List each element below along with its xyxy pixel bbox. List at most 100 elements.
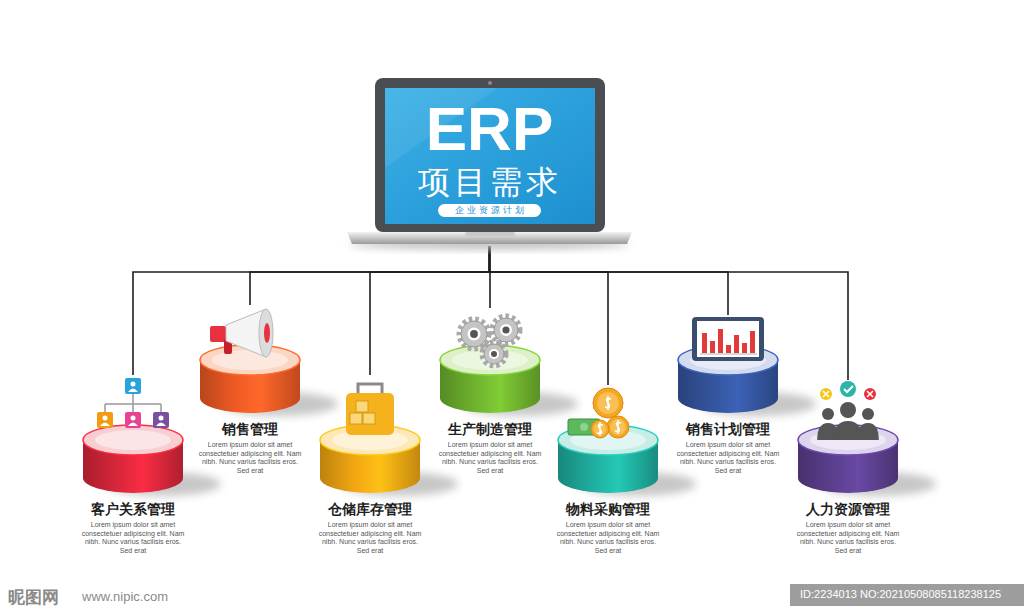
cylinder-highlight — [95, 430, 171, 450]
icon-part — [350, 413, 362, 424]
icon-part — [702, 333, 707, 353]
icon-part — [615, 420, 621, 434]
icon-part — [125, 378, 141, 394]
module-icon — [817, 381, 879, 440]
cylinder-platform — [420, 308, 560, 417]
icon-part — [692, 317, 764, 361]
cylinder-platform — [778, 380, 918, 497]
icon-part — [500, 324, 512, 336]
module-node: 人力资源管理 Lorem ipsum dolor sit amet consect… — [778, 380, 918, 556]
module-node: 生产制造管理 Lorem ipsum dolor sit amet consect… — [420, 308, 560, 476]
tree-connector — [490, 246, 849, 380]
icon-part — [593, 388, 623, 418]
icon-part — [840, 402, 856, 418]
icon-part — [131, 382, 136, 387]
module-description: Lorem ipsum dolor sit amet consectetuer … — [438, 441, 542, 476]
icon-part — [867, 391, 873, 397]
module-icon — [97, 378, 169, 428]
cylinder-platform — [300, 375, 440, 497]
icon-part — [131, 416, 136, 421]
icon-part — [697, 321, 759, 357]
cylinder-platform — [63, 375, 203, 497]
module-node: 客户关系管理 Lorem ipsum dolor sit amet consect… — [63, 375, 203, 556]
module-description: Lorem ipsum dolor sit amet consectetuer … — [81, 521, 185, 556]
cylinder-platform — [538, 385, 678, 497]
subtitle-text: 项目需求 — [347, 166, 632, 198]
module-icon — [210, 309, 273, 357]
icon-part — [607, 416, 629, 438]
laptop-node: ERP 项目需求企业资源计划 — [347, 78, 632, 246]
icon-part — [461, 321, 487, 347]
icon-part — [750, 331, 755, 353]
icon-part — [128, 423, 138, 427]
icon-part — [494, 318, 518, 342]
module-node: 仓储库存管理 Lorem ipsum dolor sit amet consect… — [300, 375, 440, 556]
icon-part — [491, 351, 497, 357]
icon-part — [864, 388, 876, 400]
cylinder-platform — [658, 315, 798, 417]
module-title: 销售管理 — [180, 421, 320, 438]
pill-text: 企业资源计划 — [438, 204, 541, 217]
module-title: 生产制造管理 — [420, 421, 560, 438]
module-node: 销售管理 Lorem ipsum dolor sit amet consectet… — [180, 305, 320, 476]
module-icon — [692, 317, 764, 361]
icon-part — [264, 323, 270, 343]
icon-part — [105, 394, 161, 412]
cylinder-platform — [180, 305, 320, 417]
icon-part — [822, 408, 834, 420]
icon-part — [489, 349, 499, 359]
module-description: Lorem ipsum dolor sit amet consectetuer … — [796, 521, 900, 556]
icon-part — [159, 416, 164, 421]
icon-part — [844, 386, 853, 392]
module-description: Lorem ipsum dolor sit amet consectetuer … — [318, 521, 422, 556]
icon-part — [259, 309, 273, 357]
icon-part — [591, 420, 609, 438]
icon-part — [125, 412, 141, 428]
icon-part — [700, 354, 757, 355]
tree-connector — [490, 246, 729, 315]
module-icon — [568, 388, 629, 438]
module-title: 人力资源管理 — [778, 501, 918, 518]
icon-part — [346, 393, 394, 435]
module-icon — [459, 316, 520, 366]
laptop-base — [347, 232, 632, 244]
module-title: 物料采购管理 — [538, 501, 678, 518]
icon-part — [742, 343, 747, 353]
icon-part — [610, 419, 626, 435]
icon-part — [468, 328, 481, 341]
icon-part — [100, 423, 110, 427]
icon-part — [726, 345, 731, 353]
icon-part — [597, 392, 619, 414]
icon-part — [484, 344, 504, 364]
icon-part — [356, 401, 368, 412]
cylinder-top — [440, 345, 540, 375]
watermark-bar — [790, 584, 1024, 606]
module-title: 仓储库存管理 — [300, 501, 440, 518]
icon-part — [128, 389, 138, 393]
icon-part — [502, 326, 509, 333]
laptop-notch — [465, 232, 515, 236]
icon-part — [482, 342, 506, 366]
icon-part — [156, 423, 166, 427]
icon-part — [594, 423, 607, 436]
laptop-camera — [488, 81, 492, 85]
icon-part — [580, 423, 588, 431]
watermark-id: ID:2234013 NO:20210508085118238125 — [800, 588, 1001, 600]
icon-part — [210, 326, 226, 342]
icon-part — [597, 422, 603, 436]
logo-text: ERP — [347, 98, 632, 160]
icon-part — [734, 335, 739, 353]
module-node: 物料采购管理Lorem ipsum dolor sit amet consect… — [538, 385, 678, 556]
module-icon — [346, 384, 394, 435]
module-description: Lorem ipsum dolor sit amet consectetuer … — [198, 441, 302, 476]
icon-part — [710, 341, 715, 353]
module-title: 客户关系管理 — [63, 501, 203, 518]
module-node: 销售计划管理Lorem ipsum dolor sit amet consect… — [658, 315, 798, 476]
icon-part — [834, 421, 863, 440]
icon-part — [823, 391, 829, 397]
icon-part — [605, 396, 611, 410]
icon-part — [820, 388, 832, 400]
icon-part — [103, 416, 108, 421]
icon-part — [363, 413, 375, 424]
